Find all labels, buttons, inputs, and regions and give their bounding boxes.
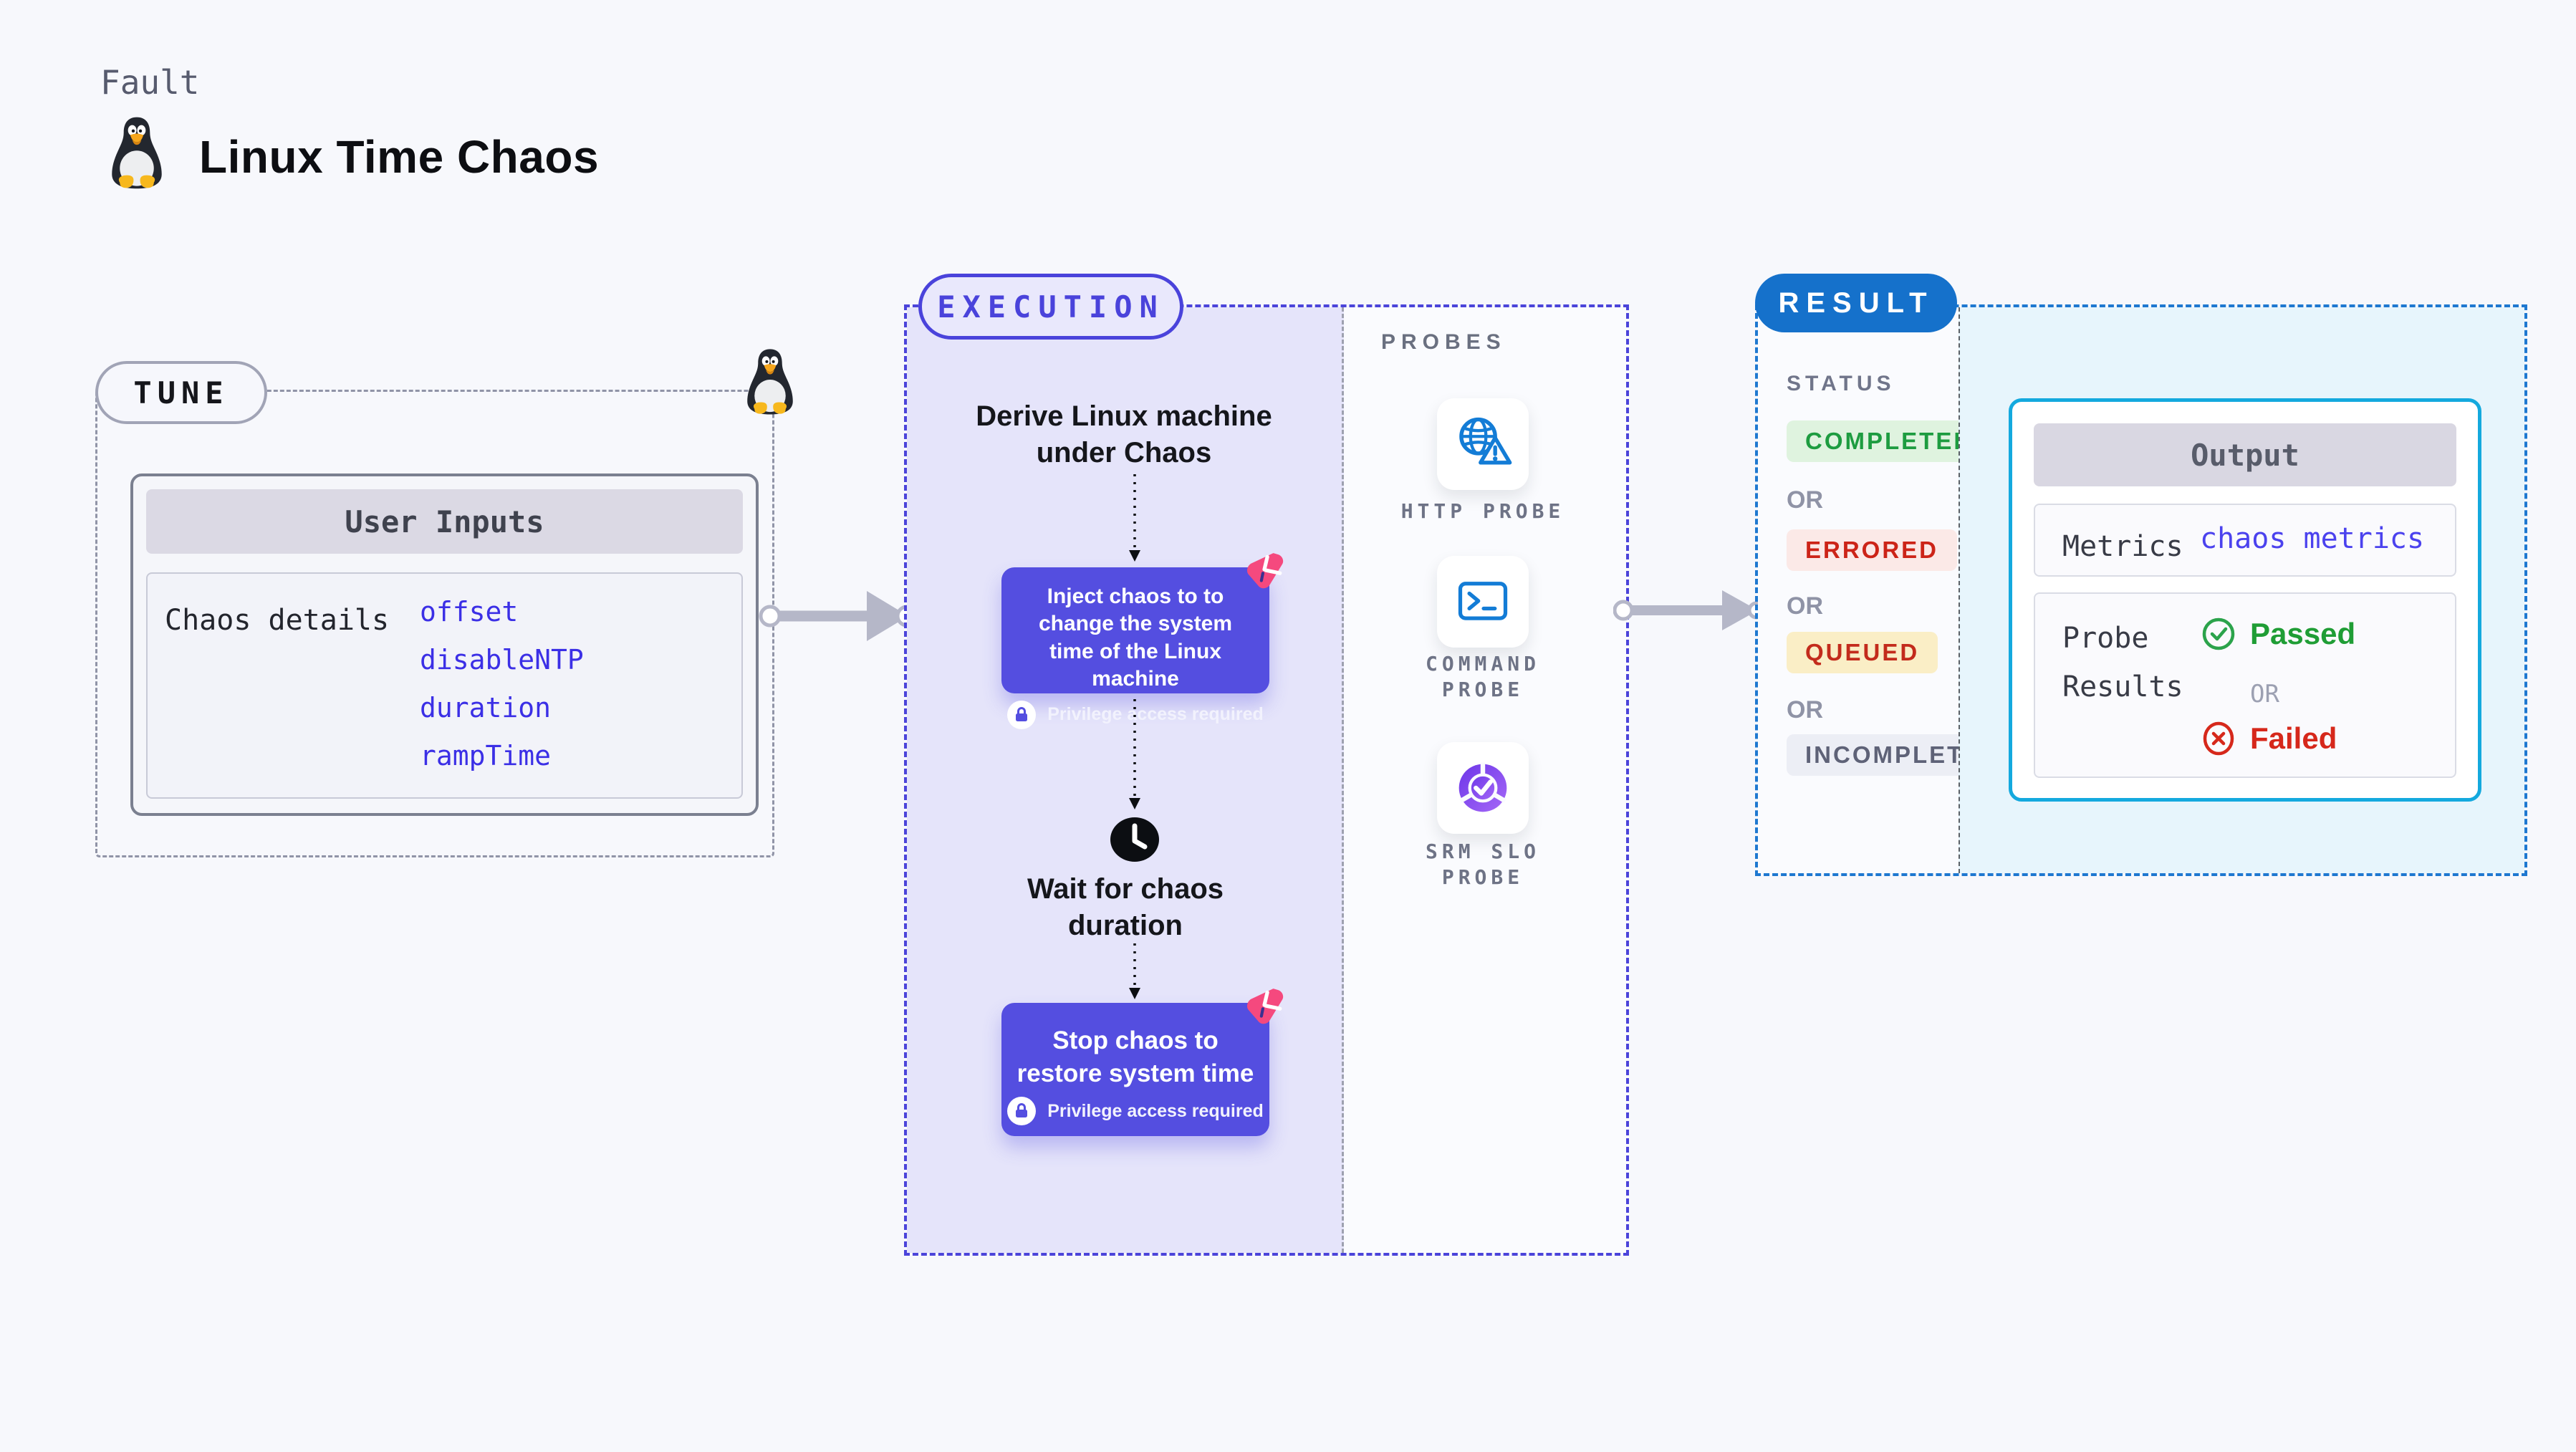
tux-penguin-icon xyxy=(112,117,162,189)
tux-penguin-icon xyxy=(747,349,793,415)
failed-verdict: Failed xyxy=(2201,721,2337,756)
globe-alert-icon xyxy=(1459,417,1512,465)
http-probe-label: HTTP PROBE xyxy=(1400,499,1565,523)
flow-arrow-down-icon xyxy=(1129,943,1140,999)
privilege-note: Privilege access required xyxy=(1047,1100,1264,1121)
probes-to-result-arrow xyxy=(1613,590,1766,630)
status-title: STATUS xyxy=(1787,372,1895,395)
param-link-duration[interactable]: duration xyxy=(420,692,552,723)
command-probe-label: COMMAND PROBE xyxy=(1425,652,1540,702)
privilege-note: Privilege access required xyxy=(1047,704,1264,725)
privilege-row: Privilege access required xyxy=(1001,700,1269,729)
status-or: OR xyxy=(1787,696,1823,723)
user-inputs-body: Chaos details offset disableNTP duration… xyxy=(146,572,743,799)
tune-badge: TUNE xyxy=(95,361,267,424)
probes-title: PROBES xyxy=(1381,330,1506,354)
user-inputs-card: User Inputs Chaos details offset disable… xyxy=(130,473,759,816)
page-title: Linux Time Chaos xyxy=(199,131,600,183)
inject-chaos-step: Inject chaos to to change the system tim… xyxy=(1001,567,1269,729)
status-badge-queued: QUEUED xyxy=(1787,632,1938,673)
execution-probes-panel: Derive Linux machine under Chaos Inject … xyxy=(904,304,1629,1256)
http-probe-card xyxy=(1437,398,1529,490)
check-circle-icon xyxy=(2202,617,2235,650)
flow-arrow-down-icon xyxy=(1129,474,1140,562)
result-badge: RESULT xyxy=(1755,274,1957,332)
status-column: STATUS COMPLETED OR ERRORED OR QUEUED OR… xyxy=(1758,307,2020,873)
result-panel: STATUS COMPLETED OR ERRORED OR QUEUED OR… xyxy=(1755,304,2527,876)
inject-chaos-text: Inject chaos to to change the system tim… xyxy=(1038,585,1233,691)
terminal-icon xyxy=(1458,582,1508,620)
probe-results-label: Probe Results xyxy=(2062,622,2183,703)
stop-chaos-text: Stop chaos to restore system time xyxy=(1017,1027,1254,1087)
param-link-offset[interactable]: offset xyxy=(420,596,519,628)
metrics-label: Metrics xyxy=(2062,530,2183,563)
user-inputs-title: User Inputs xyxy=(146,489,743,554)
derive-step-label: Derive Linux machine under Chaos xyxy=(976,400,1272,469)
privilege-row: Privilege access required xyxy=(1001,1097,1269,1125)
tune-to-execution-arrow xyxy=(759,591,917,641)
execution-column: Derive Linux machine under Chaos Inject … xyxy=(907,307,1344,1253)
param-link-ramptime[interactable]: rampTime xyxy=(420,740,552,771)
stop-chaos-step: Stop chaos to restore system time Privil… xyxy=(1001,1003,1269,1136)
status-badge-completed: COMPLETED xyxy=(1787,420,1992,462)
lock-icon xyxy=(1007,1097,1037,1125)
passed-verdict: Passed xyxy=(2201,617,2355,651)
x-circle-icon xyxy=(2203,721,2234,756)
lock-icon xyxy=(1007,700,1037,729)
chaos-logo-icon xyxy=(1245,550,1284,589)
chaos-details-label: Chaos details xyxy=(165,604,390,637)
flow-arrow-down-icon xyxy=(1129,699,1140,809)
status-or: OR xyxy=(1787,486,1823,514)
passed-label: Passed xyxy=(2250,617,2356,650)
param-link-disablentp[interactable]: disableNTP xyxy=(420,644,584,675)
srm-slo-probe-card xyxy=(1437,742,1529,834)
failed-label: Failed xyxy=(2250,721,2337,755)
metrics-row: Metrics chaos metrics xyxy=(2034,504,2456,577)
status-or: OR xyxy=(1787,592,1823,620)
output-or: OR xyxy=(2250,680,2279,708)
wait-step-label: Wait for chaos duration xyxy=(1027,873,1224,942)
chaos-metrics-link[interactable]: chaos metrics xyxy=(2200,522,2425,555)
probes-column: PROBES HTTP PROBE xyxy=(1344,307,1626,1253)
param-list: offset disableNTP duration rampTime xyxy=(420,588,584,780)
chaos-logo-icon xyxy=(1245,986,1284,1024)
output-card: Output Metrics chaos metrics Probe Resul… xyxy=(2009,398,2481,802)
slo-pie-check-icon xyxy=(1458,762,1507,812)
command-probe-card xyxy=(1437,556,1529,648)
output-area: Output Metrics chaos metrics Probe Resul… xyxy=(1959,307,2524,873)
execution-badge: EXECUTION xyxy=(918,274,1183,340)
fault-eyebrow: Fault xyxy=(100,63,200,102)
srm-slo-probe-label: SRM SLO PROBE xyxy=(1425,840,1540,890)
status-badge-errored: ERRORED xyxy=(1787,529,1958,571)
output-title: Output xyxy=(2034,423,2456,486)
probe-results-row: Probe Results Passed OR xyxy=(2034,592,2456,778)
clock-icon xyxy=(1110,817,1159,862)
